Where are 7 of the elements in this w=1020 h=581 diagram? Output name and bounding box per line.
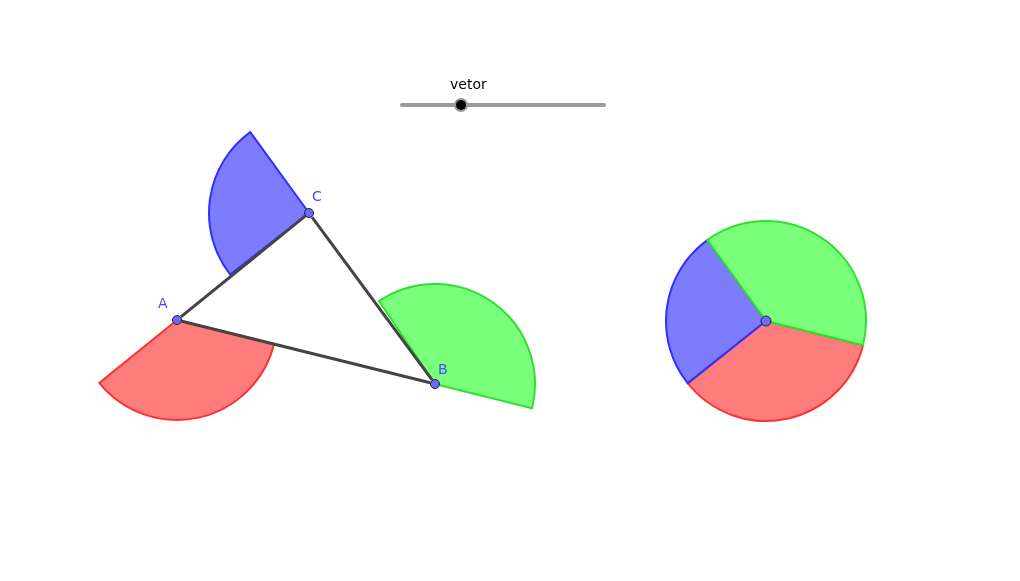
point-label: B [438, 361, 448, 377]
triangle-side [179, 215, 307, 318]
point-label: C [312, 188, 322, 204]
point-label: A [158, 295, 168, 311]
slider-label: vetor [450, 76, 487, 92]
triangle-side [310, 216, 434, 381]
triangle-side [181, 319, 431, 385]
